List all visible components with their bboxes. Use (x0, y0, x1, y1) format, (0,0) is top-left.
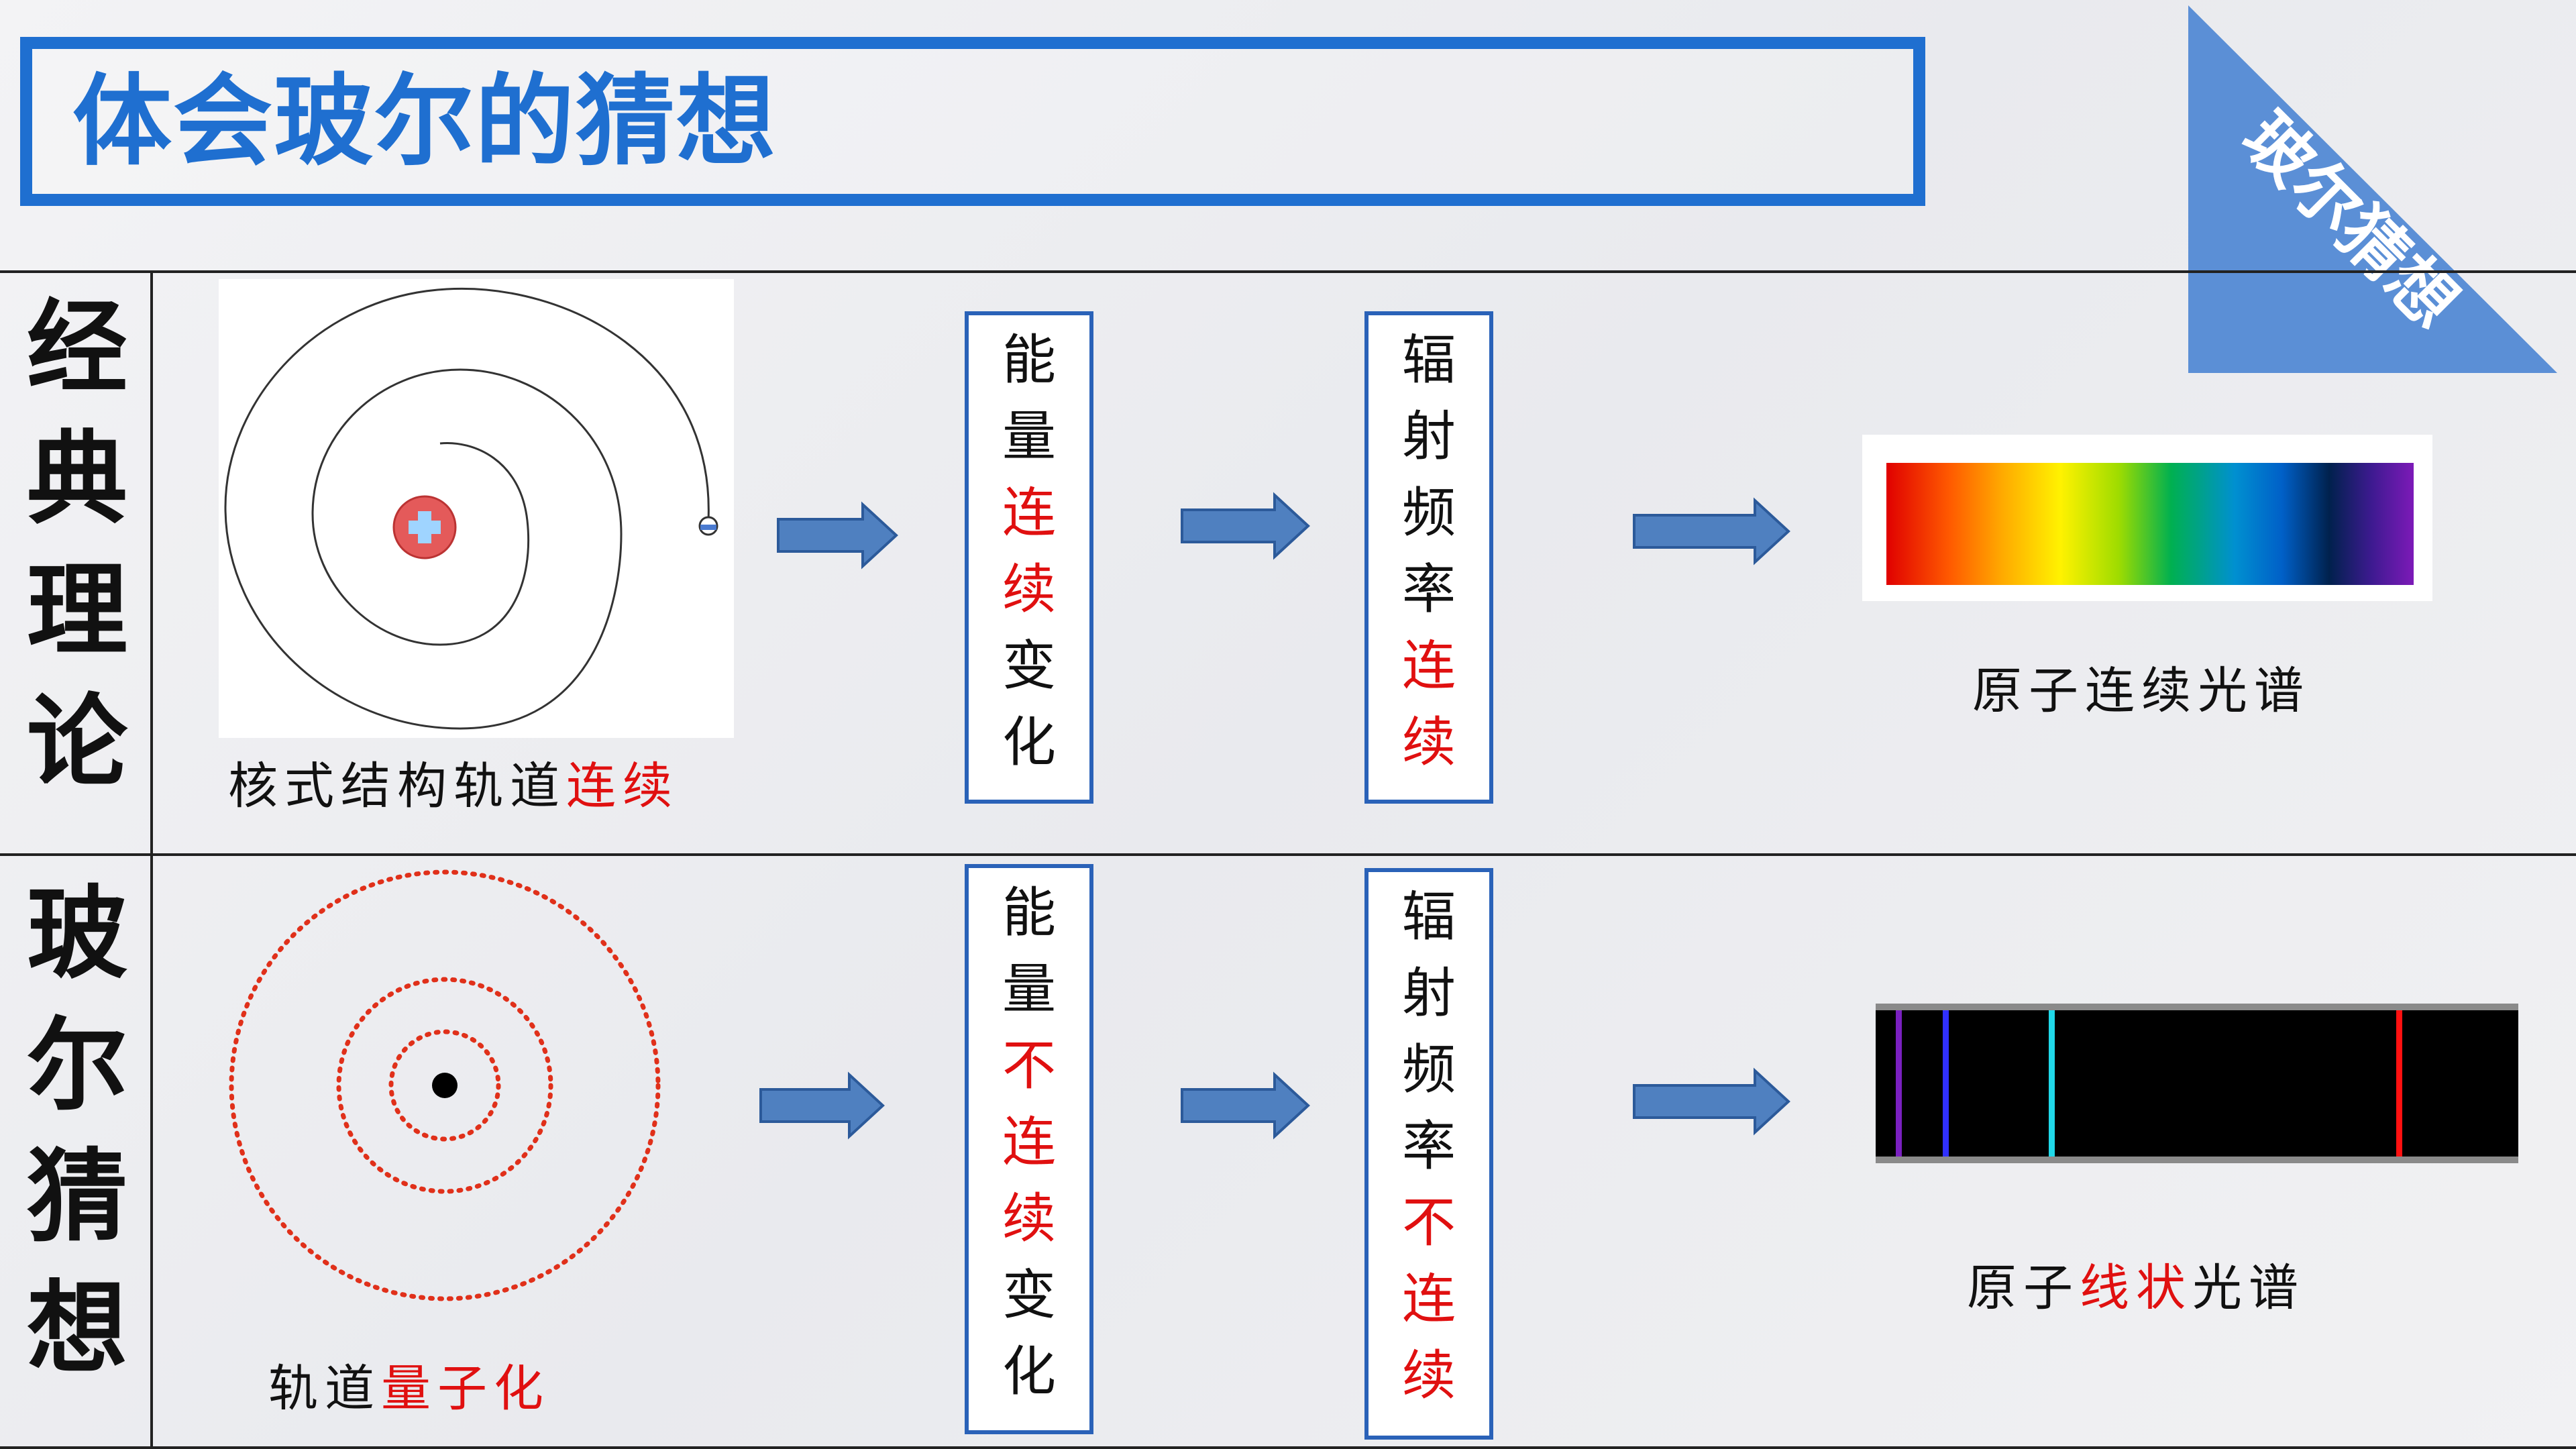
classical-orbit-panel (219, 279, 734, 738)
spectral-line-cyan (2049, 1010, 2055, 1157)
row-label-classical: 经 典 理 论 (20, 282, 134, 808)
arrow-right-icon (759, 1071, 885, 1140)
row-label-char: 理 (26, 551, 127, 669)
radiation-discontinuous-box: 辐 射 频 率 不 连 续 (1364, 868, 1493, 1440)
row-label-char: 典 (26, 420, 127, 538)
spectral-line-red (2396, 1010, 2402, 1157)
table-bottom-border (0, 1446, 2576, 1449)
row-label-char: 玻 (26, 875, 127, 993)
line-spectrum-caption: 原子线状光谱 (1967, 1259, 2305, 1317)
caption-text: 轨道 (268, 1360, 381, 1417)
energy-discontinuous-box: 能 量 不 连 续 变 化 (965, 864, 1093, 1434)
caption-highlight: 连续 (566, 757, 679, 815)
nucleus-icon (432, 1073, 458, 1098)
quantized-orbits-diagram (229, 869, 661, 1301)
spiral-orbit-diagram (224, 287, 718, 730)
spiral-orbit-path (224, 287, 710, 730)
row-label-char: 猜 (26, 1138, 127, 1256)
row-label-char: 经 (26, 288, 127, 407)
page-title: 体会玻尔的猜想 (72, 64, 777, 179)
arrow-right-icon (777, 501, 898, 570)
caption-highlight: 量子化 (381, 1360, 550, 1417)
line-spectrum (1876, 1004, 2518, 1163)
table-top-border (0, 270, 2576, 273)
spectral-line-blue (1943, 1010, 1949, 1157)
orbit-inner (388, 1029, 501, 1142)
title-box: 体会玻尔的猜想 (20, 37, 1925, 206)
classical-orbit-caption: 核式结构轨道连续 (228, 746, 679, 818)
row-label-bohr: 玻 尔 猜 想 (20, 868, 134, 1394)
radiation-continuous-box: 辐 射 频 率 连 续 (1364, 311, 1493, 804)
row-label-char: 想 (26, 1269, 127, 1387)
arrow-right-icon (1181, 1071, 1310, 1140)
spectral-line-violet (1896, 1010, 1902, 1157)
continuous-spectrum-caption: 原子连续光谱 (1972, 662, 2310, 720)
row-label-char: 尔 (26, 1006, 127, 1124)
column-divider (150, 270, 153, 1449)
arrow-right-icon (1633, 497, 1790, 566)
orbit-outer (229, 869, 661, 1301)
row-divider (0, 853, 2576, 856)
continuous-spectrum (1886, 463, 2414, 585)
caption-text: 核式结构轨道 (228, 757, 566, 815)
arrow-right-icon (1633, 1067, 1790, 1136)
row-label-char: 论 (26, 683, 127, 801)
energy-continuous-box: 能 量 连 续 变 化 (965, 311, 1093, 804)
arrow-right-icon (1181, 492, 1310, 560)
orbit-middle (336, 977, 553, 1194)
quantized-orbit-caption: 轨道量子化 (268, 1348, 550, 1420)
